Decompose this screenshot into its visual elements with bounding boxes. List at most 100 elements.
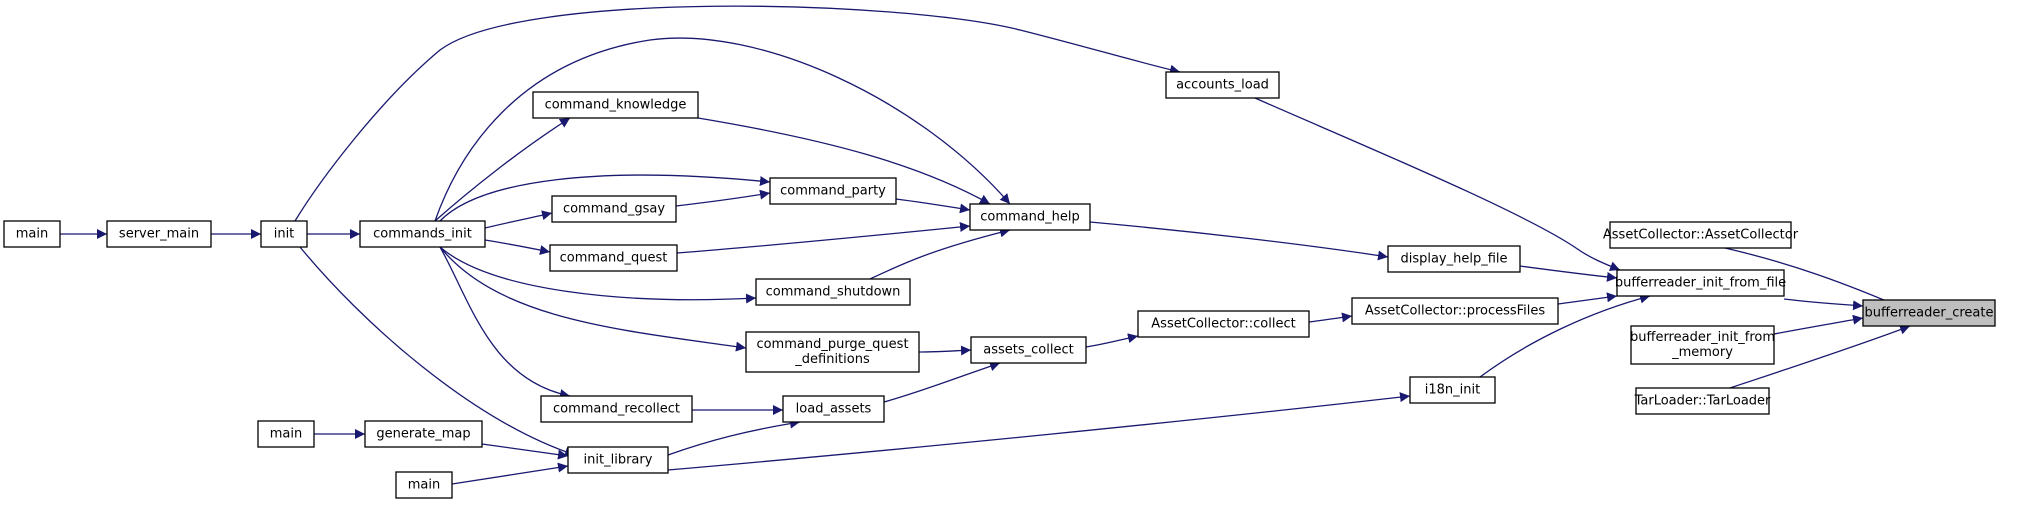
node-TarLoader_TarLoader[interactable]: TarLoader::TarLoader [1634, 387, 1771, 415]
edge-command_party-to-command_help [895, 198, 971, 214]
node-box [969, 203, 1091, 231]
edge-generate_map-to-init_library [481, 443, 569, 460]
node-bufferreader_init_from_memory[interactable]: bufferreader_init_from_memory [1630, 325, 1775, 365]
node-label: command_knowledge [545, 98, 687, 113]
node-box [782, 395, 885, 423]
node-label: command_party [780, 184, 886, 199]
node-box [1409, 376, 1496, 404]
node-generate_map[interactable]: generate_map [364, 420, 483, 448]
edge-commands_init-to-command_gsay [484, 210, 553, 229]
edge-commands_init-to-command_knowledge [434, 117, 571, 222]
edge-TarLoader_TarLoader-to-bufferreader_create [1729, 324, 1911, 389]
edge-command_quest-to-command_help [676, 222, 971, 254]
node-label: AssetCollector::AssetCollector [1603, 228, 1799, 243]
node-box [1862, 299, 1996, 327]
edge-load_assets-to-assets_collect [883, 361, 1001, 403]
node-command_shutdown[interactable]: command_shutdown [755, 278, 911, 306]
edge-commands_init-to-command_quest [484, 239, 551, 255]
node-box [970, 336, 1087, 364]
node-label: display_help_file [1400, 252, 1507, 267]
node-command_recollect[interactable]: command_recollect [540, 395, 693, 423]
edge-init_library-to-load_assets [667, 418, 801, 456]
edge-commands_init-to-command_party [439, 174, 771, 222]
node-main_2[interactable]: main [257, 420, 315, 448]
node-box [755, 278, 911, 306]
node-label: load_assets [796, 402, 872, 417]
edge-init-to-init_library [299, 246, 576, 457]
node-main_3[interactable]: main [395, 471, 453, 499]
node-init[interactable]: init [260, 220, 308, 248]
node-label: bufferreader_init_from [1630, 330, 1775, 345]
node-box [1630, 325, 1775, 365]
node-box [1616, 269, 1785, 297]
edge-command_purge_quest_definitions-to-assets_collect [918, 345, 972, 356]
node-load_assets[interactable]: load_assets [782, 395, 885, 423]
node-i18n_init[interactable]: i18n_init [1409, 376, 1496, 404]
node-label: AssetCollector::processFiles [1365, 304, 1546, 319]
node-box [395, 471, 453, 499]
node-command_party[interactable]: command_party [769, 177, 897, 205]
edge-display_help_file-to-bufferreader_init_from_file [1519, 265, 1618, 282]
node-command_help[interactable]: command_help [969, 203, 1091, 231]
node-label: _definitions [794, 352, 870, 367]
node-bufferreader_create[interactable]: bufferreader_create [1862, 299, 1996, 327]
node-box [532, 91, 699, 119]
node-box [260, 220, 308, 248]
node-label: accounts_load [1176, 78, 1269, 93]
edge-bufferreader_init_from_file-to-bufferreader_create [1783, 298, 1864, 311]
node-assets_collect[interactable]: assets_collect [970, 336, 1087, 364]
node-label: command_recollect [553, 402, 680, 417]
edge-command_help-to-display_help_file [1089, 221, 1389, 261]
edge-command_shutdown-to-command_help [869, 227, 1011, 280]
node-main_1[interactable]: main [3, 220, 61, 248]
node-label: i18n_init [1425, 383, 1480, 398]
node-accounts_load[interactable]: accounts_load [1165, 71, 1280, 99]
node-label: init [274, 227, 295, 242]
edges [60, 5, 1911, 485]
node-box [1351, 297, 1559, 325]
edge-commands_init-to-command_recollect [439, 246, 571, 399]
node-bufferreader_init_from_file[interactable]: bufferreader_init_from_file [1615, 269, 1786, 297]
node-command_gsay[interactable]: command_gsay [551, 195, 677, 223]
edge-command_gsay-to-command_party [675, 189, 771, 207]
edge-bufferreader_init_from_memory-to-bufferreader_create [1773, 314, 1864, 335]
node-box [257, 420, 315, 448]
nodes: bufferreader_create AssetCollector::Asset… [3, 71, 1996, 499]
edge-init_library-to-i18n_init [667, 392, 1411, 471]
node-label: main [16, 227, 48, 242]
node-label: command_help [980, 210, 1080, 225]
node-command_purge_quest_definitions[interactable]: command_purge_quest_definitions [745, 331, 920, 373]
node-box [1387, 245, 1521, 273]
edge-accounts_load-to-bufferreader_init_from_file [1254, 97, 1621, 271]
node-AssetCollector_AssetCollector[interactable]: AssetCollector::AssetCollector [1603, 221, 1799, 249]
node-label: command_quest [560, 251, 668, 266]
node-label: bufferreader_init_from_file [1615, 276, 1786, 291]
node-label: init_library [584, 453, 653, 468]
node-label: AssetCollector::collect [1151, 317, 1295, 332]
node-box [745, 331, 920, 373]
node-command_quest[interactable]: command_quest [549, 244, 678, 272]
node-label: command_gsay [563, 202, 665, 217]
node-box [1635, 387, 1770, 415]
node-AssetCollector_processFiles[interactable]: AssetCollector::processFiles [1351, 297, 1559, 325]
edge-main_3-to-init_library [451, 462, 569, 485]
node-commands_init[interactable]: commands_init [359, 220, 486, 248]
node-server_main[interactable]: server_main [106, 220, 212, 248]
node-box [549, 244, 678, 272]
node-box [106, 220, 212, 248]
edge-AssetCollector_collect-to-AssetCollector_processFiles [1308, 312, 1353, 323]
edge-i18n_init-to-bufferreader_init_from_file [1479, 293, 1651, 378]
node-box [567, 446, 669, 474]
node-init_library[interactable]: init_library [567, 446, 669, 474]
edge-assets_collect-to-AssetCollector_collect [1085, 333, 1139, 348]
node-box [1165, 71, 1280, 99]
node-box [3, 220, 61, 248]
node-AssetCollector_collect[interactable]: AssetCollector::collect [1137, 310, 1310, 338]
node-label: main [270, 427, 302, 442]
edge-commands_init-to-command_shutdown [439, 246, 757, 304]
node-display_help_file[interactable]: display_help_file [1387, 245, 1521, 273]
node-label: assets_collect [983, 343, 1073, 358]
node-command_knowledge[interactable]: command_knowledge [532, 91, 699, 119]
node-label: commands_init [373, 227, 472, 242]
